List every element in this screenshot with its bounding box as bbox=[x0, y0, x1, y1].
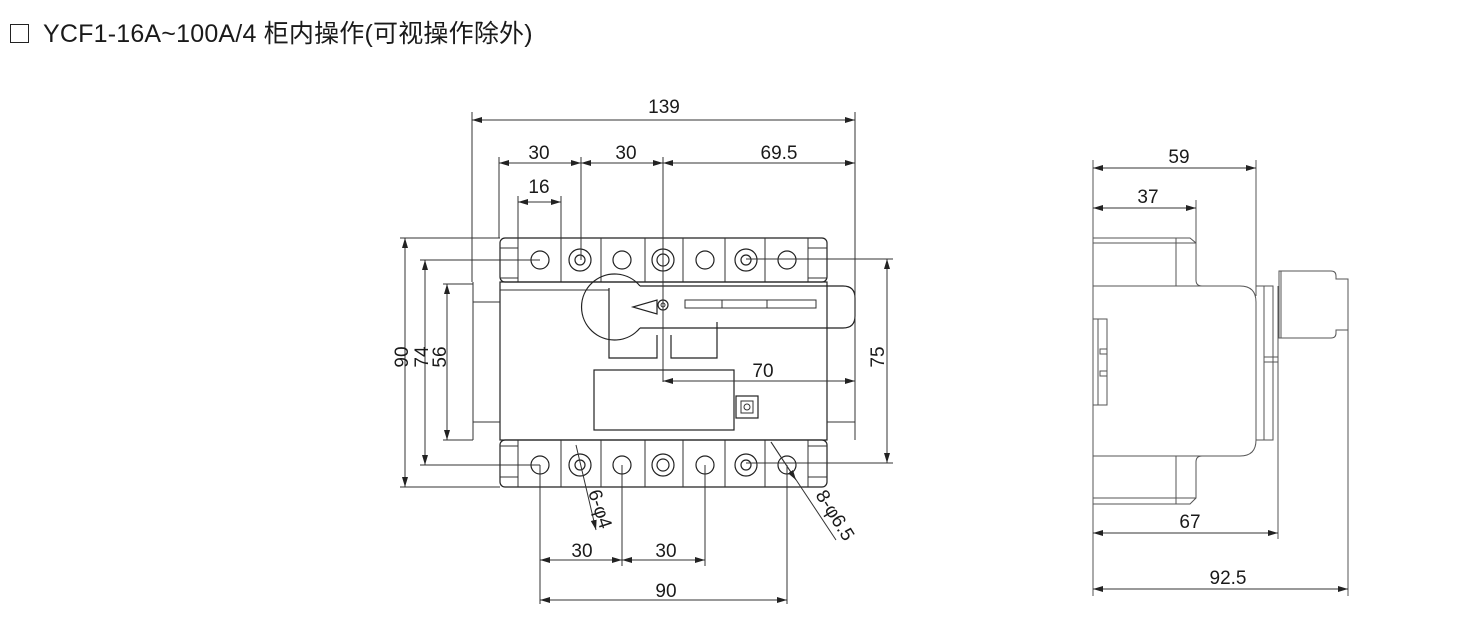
callout-large-holes: 8-φ6.5 bbox=[770, 441, 858, 545]
dim-label-body-height: 56 bbox=[430, 346, 451, 367]
dimension-body-depth: 59 bbox=[1092, 147, 1257, 596]
dim-label-handle-to-edge: 70 bbox=[752, 361, 773, 382]
dimension-right-height: 75 bbox=[746, 258, 893, 464]
dim-label-overall-height: 90 bbox=[392, 346, 413, 367]
dimension-top-pitch: 30 30 69.5 bbox=[498, 143, 855, 382]
dim-label-large-holes: 8-φ6.5 bbox=[811, 487, 858, 545]
lock-icon bbox=[735, 395, 759, 419]
dim-label-bottom-pitch-1: 30 bbox=[571, 541, 592, 562]
drawing-title: YCF1-16A~100A/4 柜内操作(可视操作除外) bbox=[10, 14, 533, 50]
drawing-title-text: YCF1-16A~100A/4 柜内操作(可视操作除外) bbox=[43, 20, 533, 48]
side-view: 59 37 67 92.5 bbox=[1092, 147, 1349, 596]
dim-label-overall-width: 139 bbox=[648, 97, 680, 118]
dim-label-mount-spacing: 90 bbox=[655, 581, 676, 602]
dim-label-shaft-depth: 67 bbox=[1179, 512, 1200, 533]
dim-label-terminal-depth: 37 bbox=[1137, 187, 1158, 208]
dim-label-overall-depth: 92.5 bbox=[1210, 568, 1247, 589]
dim-label-top-pitch-2: 30 bbox=[615, 143, 636, 164]
dim-label-terminal-width: 16 bbox=[528, 177, 549, 198]
dimension-terminal-width: 16 bbox=[517, 177, 562, 238]
dim-label-small-holes: 6-φ4 bbox=[583, 487, 615, 532]
dim-label-mount-height: 74 bbox=[412, 346, 433, 368]
bottom-mounting-holes bbox=[530, 453, 797, 477]
dim-label-handle-offset: 69.5 bbox=[761, 143, 798, 164]
dim-label-top-pitch-1: 30 bbox=[528, 143, 549, 164]
dimension-left-heights: 90 74 56 bbox=[392, 237, 540, 488]
dimension-handle-to-edge: 70 bbox=[663, 361, 855, 384]
rotary-handle bbox=[580, 273, 856, 341]
front-view: 139 30 30 69.5 16 bbox=[392, 97, 893, 604]
dim-label-body-depth: 59 bbox=[1168, 147, 1189, 168]
dimension-overall-depth: 92.5 bbox=[1093, 330, 1349, 596]
switch-body bbox=[472, 281, 856, 441]
empty-square-icon bbox=[10, 24, 29, 43]
dimension-overall-width: 139 bbox=[471, 97, 856, 382]
label-plate bbox=[593, 369, 735, 431]
dimension-shaft-depth: 67 bbox=[1093, 338, 1279, 539]
callout-small-holes: 6-φ4 bbox=[575, 444, 616, 532]
dim-label-right-height: 75 bbox=[868, 346, 889, 367]
dimension-bottom-pitch: 30 30 90 bbox=[539, 465, 788, 604]
dimension-terminal-depth: 37 bbox=[1093, 187, 1197, 243]
dim-label-bottom-pitch-2: 30 bbox=[655, 541, 676, 562]
